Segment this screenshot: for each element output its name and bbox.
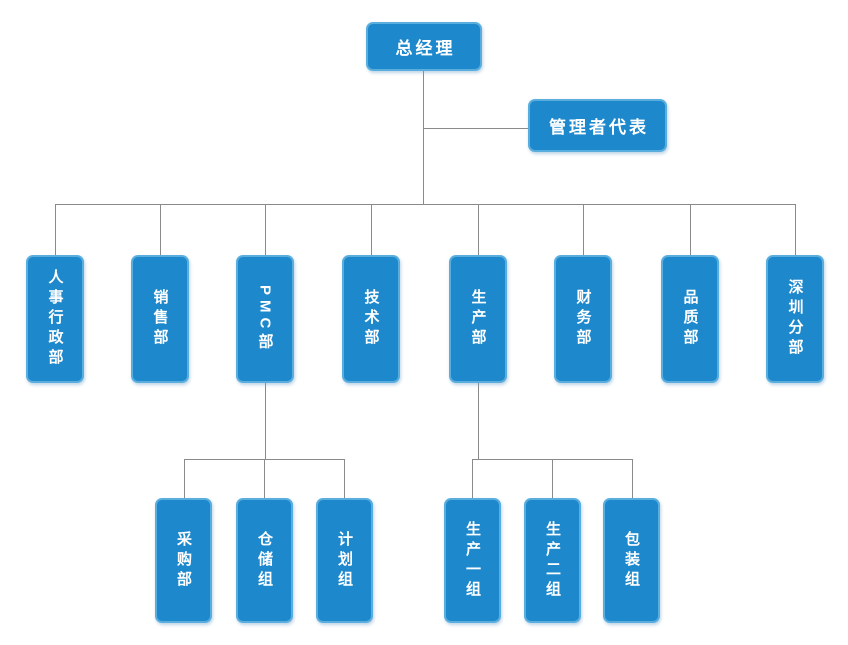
connector-root-trunk [423,70,424,204]
node-label: 总经理 [395,39,456,58]
connector-management-rep-branch [423,128,528,129]
connector-stub-finance [583,204,584,255]
node-packaging-group[interactable]: 包装组 [603,498,660,623]
node-label: 计划组 [336,530,353,591]
node-production-group-2[interactable]: 生产二组 [524,498,581,623]
connector-stub-planning [344,459,345,498]
connector-department-rail [55,204,795,205]
node-production-group-1[interactable]: 生产一组 [444,498,501,623]
node-tech-dept[interactable]: 技术部 [342,255,400,383]
connector-stub-purchasing [184,459,185,498]
node-planning-group[interactable]: 计划组 [316,498,373,623]
node-finance-dept[interactable]: 财务部 [554,255,612,383]
node-purchasing-dept[interactable]: 采购部 [155,498,212,623]
connector-stub-sales [160,204,161,255]
node-shenzhen-branch[interactable]: 深圳分部 [766,255,824,383]
node-label: 销售部 [151,289,169,349]
node-production-dept[interactable]: 生产部 [449,255,507,383]
connector-pmc-trunk [265,383,266,459]
connector-production-trunk [478,383,479,459]
node-general-manager[interactable]: 总经理 [366,22,482,71]
node-label: 生产二组 [544,520,561,601]
connector-stub-shenzhen [795,204,796,255]
connector-stub-prod-group2 [552,459,553,498]
node-quality-dept[interactable]: 品质部 [661,255,719,383]
node-label: 深圳分部 [786,279,804,359]
node-label: 财务部 [574,289,592,349]
node-label: 生产部 [469,289,487,349]
node-label: 仓储组 [256,530,273,591]
connector-stub-production [478,204,479,255]
node-label: 管理者代表 [549,118,649,137]
node-label: 品质部 [681,289,699,349]
node-pmc-dept[interactable]: PMC部 [236,255,294,383]
node-label: 技术部 [362,289,380,349]
node-label: 采购部 [175,530,192,591]
node-label: 生产一组 [464,520,481,601]
node-label: 人事行政部 [46,269,64,369]
node-sales-dept[interactable]: 销售部 [131,255,189,383]
node-label: 包装组 [623,530,640,591]
connector-stub-prod-group1 [472,459,473,498]
node-hr-admin-dept[interactable]: 人事行政部 [26,255,84,383]
connector-stub-quality [690,204,691,255]
connector-stub-hr-admin [55,204,56,255]
connector-stub-warehouse [264,459,265,498]
node-label: PMC部 [256,284,274,354]
node-warehouse-group[interactable]: 仓储组 [236,498,293,623]
connector-stub-packaging [632,459,633,498]
connector-stub-tech [371,204,372,255]
node-management-representative[interactable]: 管理者代表 [528,99,667,152]
connector-stub-pmc [265,204,266,255]
